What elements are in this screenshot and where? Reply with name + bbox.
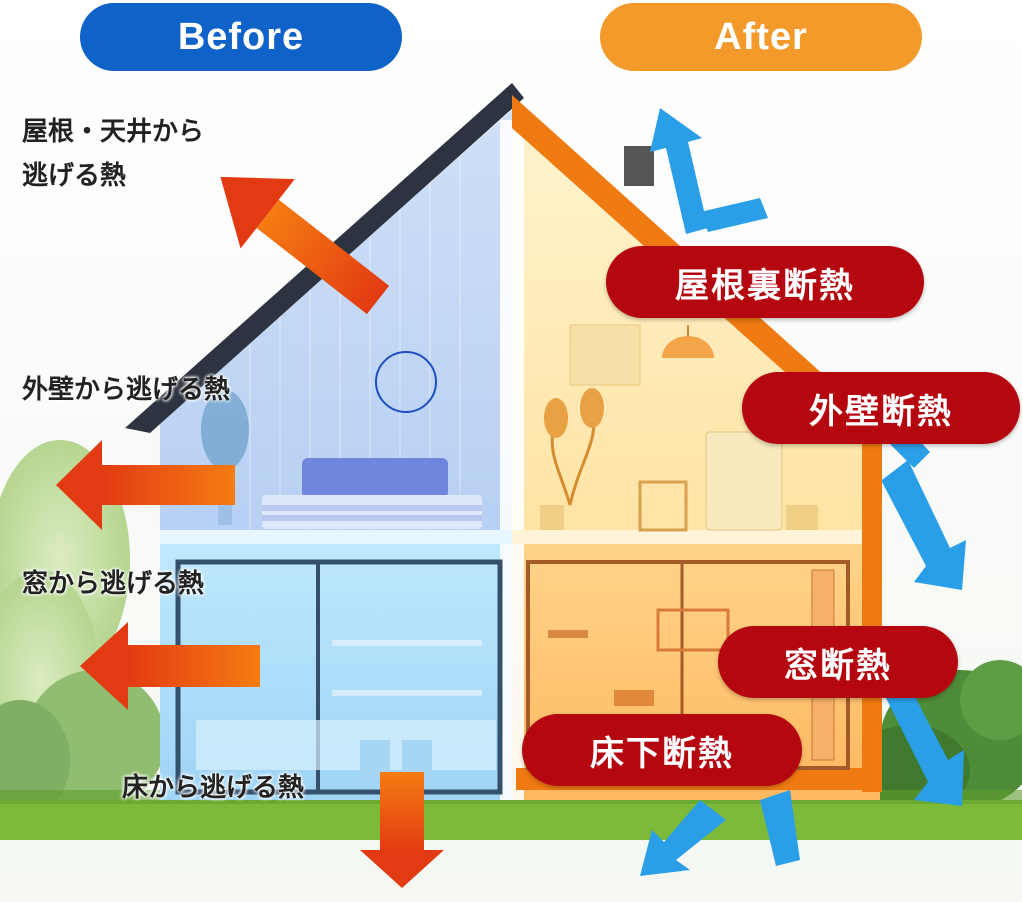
heat-arrow-roof (220, 176, 390, 315)
roof-heat-loss-label-line1: 屋根・天井から (22, 117, 205, 147)
window-heat-loss-label: 窓から逃げる熱 (22, 569, 205, 599)
round-window (375, 351, 437, 413)
ground-grass (0, 800, 1022, 840)
wall-insulation-tag: 外壁断熱 (742, 372, 1020, 444)
furniture-warm (540, 324, 818, 532)
heat-arrow-floor (360, 772, 444, 888)
floor-insulation-tag: 床下断熱 (522, 714, 802, 786)
before-label: Before (80, 3, 402, 71)
blocked-arrows (640, 108, 966, 876)
roof-insulation-tag: 屋根裏断熱 (606, 246, 924, 318)
window-insulation-tag: 窓断熱 (718, 626, 958, 698)
wall-heat-loss-label: 外壁から逃げる熱 (22, 375, 231, 405)
roof-heat-loss-label: 屋根・天井から 逃げる熱 (22, 110, 204, 198)
floor-heat-loss-label: 床から逃げる熱 (122, 773, 305, 803)
after-label: After (600, 3, 922, 71)
bed (262, 458, 482, 529)
wall-insulation (862, 440, 882, 792)
heat-arrow-window (80, 622, 260, 710)
chimney (624, 146, 654, 186)
roof-heat-loss-label-line2: 逃げる熱 (22, 161, 127, 191)
heat-arrow-wall (56, 440, 235, 530)
